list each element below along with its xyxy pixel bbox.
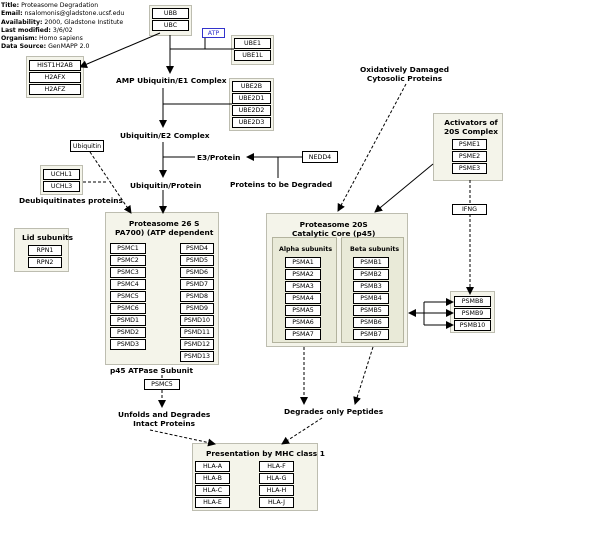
gene-box-psme3[interactable]: PSME3 bbox=[452, 163, 487, 174]
gene-box-psmd5[interactable]: PSMD5 bbox=[180, 255, 214, 266]
gene-box-psmd13[interactable]: PSMD13 bbox=[180, 351, 214, 362]
meta-title: Title: Proteasome Degradation bbox=[1, 2, 99, 9]
gene-box-psmd1[interactable]: PSMD1 bbox=[110, 315, 146, 326]
gene-box-ube2d2[interactable]: UBE2D2 bbox=[232, 105, 271, 116]
gene-box-psmd8[interactable]: PSMD8 bbox=[180, 291, 214, 302]
gene-box-ubb[interactable]: UBB bbox=[152, 8, 189, 19]
gene-box-ubiquitin[interactable]: Ubiquitin bbox=[70, 140, 104, 152]
label-degrades-only-peptides: Degrades only Peptides bbox=[284, 407, 384, 416]
label-proteasome-20s: Proteasome 20S Catalytic Core (p45) bbox=[292, 220, 376, 238]
gene-box-psme1[interactable]: PSME1 bbox=[452, 139, 487, 150]
gene-box-psmd6[interactable]: PSMD6 bbox=[180, 267, 214, 278]
meta-last-modified: Last modified: 3/6/02 bbox=[1, 26, 73, 34]
gene-box-psmd12[interactable]: PSMD12 bbox=[180, 339, 214, 350]
gene-box-hla-f[interactable]: HLA-F bbox=[259, 461, 294, 472]
label-e3-protein: E3/Protein bbox=[197, 153, 241, 162]
ubb-to-hist-line bbox=[79, 32, 161, 68]
label-presentation-mhc: Presentation by MHC class 1 bbox=[206, 449, 325, 458]
gene-box-psmb5[interactable]: PSMB5 bbox=[353, 305, 389, 316]
gene-box-psma6[interactable]: PSMA6 bbox=[285, 317, 321, 328]
oxidized-to-20s-line bbox=[337, 83, 407, 212]
meta-availability: Availability: 2000, Gladstone Institute bbox=[1, 18, 124, 26]
gene-box-psma4[interactable]: PSMA4 bbox=[285, 293, 321, 304]
gene-box-hist1h2ab[interactable]: HIST1H2AB bbox=[29, 60, 81, 71]
gene-box-nedd4[interactable]: NEDD4 bbox=[302, 151, 338, 163]
label-activators-20s: Activators of 20S Complex bbox=[444, 118, 498, 136]
label-proteins-to-be-degraded: Proteins to be Degraded bbox=[230, 180, 333, 189]
label-unfolds-degrades: Unfolds and Degrades Intact Proteins bbox=[118, 410, 211, 428]
label-deubiquitinates-proteins: Deubiquitinates proteins bbox=[19, 196, 123, 205]
gene-box-rpn2[interactable]: RPN2 bbox=[28, 257, 62, 268]
label-oxidatively-damaged: Oxidatively Damaged Cytosolic Proteins bbox=[360, 65, 450, 83]
gene-box-psma5[interactable]: PSMA5 bbox=[285, 305, 321, 316]
label-beta-subunits: Beta subunits bbox=[350, 246, 400, 253]
gene-box-psmb10[interactable]: PSMB10 bbox=[454, 320, 491, 331]
label-ubiquitin-protein: Ubiquitin/Protein bbox=[130, 181, 202, 190]
gene-box-ubc[interactable]: UBC bbox=[152, 20, 189, 31]
beta-to-peptides-line bbox=[353, 346, 374, 405]
gene-box-psma7[interactable]: PSMA7 bbox=[285, 329, 321, 340]
gene-box-psmc6[interactable]: PSMC6 bbox=[110, 303, 146, 314]
gene-box-psmc5[interactable]: PSMC5 bbox=[110, 291, 146, 302]
gene-box-psma2[interactable]: PSMA2 bbox=[285, 269, 321, 280]
gene-box-psmb1[interactable]: PSMB1 bbox=[353, 257, 389, 268]
label-lid-subunits: Lid subunits bbox=[22, 233, 74, 242]
gene-box-psmc5-atpase[interactable]: PSMC5 bbox=[144, 379, 180, 390]
gene-box-psma1[interactable]: PSMA1 bbox=[285, 257, 321, 268]
gene-box-psme2[interactable]: PSME2 bbox=[452, 151, 487, 162]
gene-box-psmb6[interactable]: PSMB6 bbox=[353, 317, 389, 328]
gene-box-rpn1[interactable]: RPN1 bbox=[28, 245, 62, 256]
metabolite-box-atp[interactable]: ATP bbox=[202, 28, 225, 38]
gene-box-ube2d1[interactable]: UBE2D1 bbox=[232, 93, 271, 104]
gene-box-hla-j[interactable]: HLA-J bbox=[259, 497, 294, 508]
label-alpha-subunits: Alpha subunits bbox=[279, 246, 333, 253]
ubiquitin-to-26s-line bbox=[89, 151, 132, 214]
gene-box-hla-a[interactable]: HLA-A bbox=[195, 461, 230, 472]
gene-box-psmb2[interactable]: PSMB2 bbox=[353, 269, 389, 280]
gene-box-hla-h[interactable]: HLA-H bbox=[259, 485, 294, 496]
gene-box-hla-b[interactable]: HLA-B bbox=[195, 473, 230, 484]
gene-box-psmb8[interactable]: PSMB8 bbox=[454, 296, 491, 307]
psme-to-20s-line bbox=[374, 163, 434, 213]
gene-box-psmd11[interactable]: PSMD11 bbox=[180, 327, 214, 338]
gene-box-psmd2[interactable]: PSMD2 bbox=[110, 327, 146, 338]
gene-box-psmd4[interactable]: PSMD4 bbox=[180, 243, 214, 254]
meta-data-source: Data Source: GenMAPP 2.0 bbox=[1, 43, 90, 51]
gene-box-ifng[interactable]: IFNG bbox=[452, 204, 487, 215]
gene-box-uchl3[interactable]: UCHL3 bbox=[43, 181, 80, 192]
gene-box-psmd3[interactable]: PSMD3 bbox=[110, 339, 146, 350]
label-ubiquitin-e2: Ubiquitin/E2 Complex bbox=[120, 131, 210, 140]
gene-box-psmb4[interactable]: PSMB4 bbox=[353, 293, 389, 304]
meta-organism: Organism: Homo sapiens bbox=[1, 35, 83, 43]
gene-box-ube1l[interactable]: UBE1L bbox=[234, 50, 271, 61]
gene-box-psmc3[interactable]: PSMC3 bbox=[110, 267, 146, 278]
gene-box-ube2d3[interactable]: UBE2D3 bbox=[232, 117, 271, 128]
gene-box-psmb9[interactable]: PSMB9 bbox=[454, 308, 491, 319]
gene-box-psmd9[interactable]: PSMD9 bbox=[180, 303, 214, 314]
gene-box-ube1[interactable]: UBE1 bbox=[234, 38, 271, 49]
gene-box-hla-g[interactable]: HLA-G bbox=[259, 473, 294, 484]
gene-box-h2afz[interactable]: H2AFZ bbox=[29, 84, 81, 95]
gene-box-psmc4[interactable]: PSMC4 bbox=[110, 279, 146, 290]
label-p45-atpase: p45 ATPase Subunit bbox=[110, 366, 193, 375]
unfolds-to-mhc-line bbox=[149, 429, 216, 447]
gene-box-hla-e[interactable]: HLA-E bbox=[195, 497, 230, 508]
label-proteasome-26s: Proteasome 26 S PA700) (ATP dependent bbox=[115, 219, 214, 237]
peptides-to-mhc-line bbox=[281, 417, 323, 445]
gene-box-psmc1[interactable]: PSMC1 bbox=[110, 243, 146, 254]
gene-box-h2afx[interactable]: H2AFX bbox=[29, 72, 81, 83]
gene-box-psma3[interactable]: PSMA3 bbox=[285, 281, 321, 292]
gene-box-psmd10[interactable]: PSMD10 bbox=[180, 315, 214, 326]
label-amp-ubiquitin-e1: AMP Ubiquitin/E1 Complex bbox=[116, 76, 227, 85]
gene-box-hla-c[interactable]: HLA-C bbox=[195, 485, 230, 496]
gene-box-psmc2[interactable]: PSMC2 bbox=[110, 255, 146, 266]
gene-box-uchl1[interactable]: UCHL1 bbox=[43, 169, 80, 180]
gene-box-psmb7[interactable]: PSMB7 bbox=[353, 329, 389, 340]
gene-box-psmd7[interactable]: PSMD7 bbox=[180, 279, 214, 290]
gene-box-ube2b[interactable]: UBE2B bbox=[232, 81, 271, 92]
meta-email: Email: nsalomonis@gladstone.ucsf.edu bbox=[1, 10, 125, 18]
pathway-metadata: Title: Proteasome Degradation Email: nsa… bbox=[1, 2, 124, 52]
gene-box-psmb3[interactable]: PSMB3 bbox=[353, 281, 389, 292]
